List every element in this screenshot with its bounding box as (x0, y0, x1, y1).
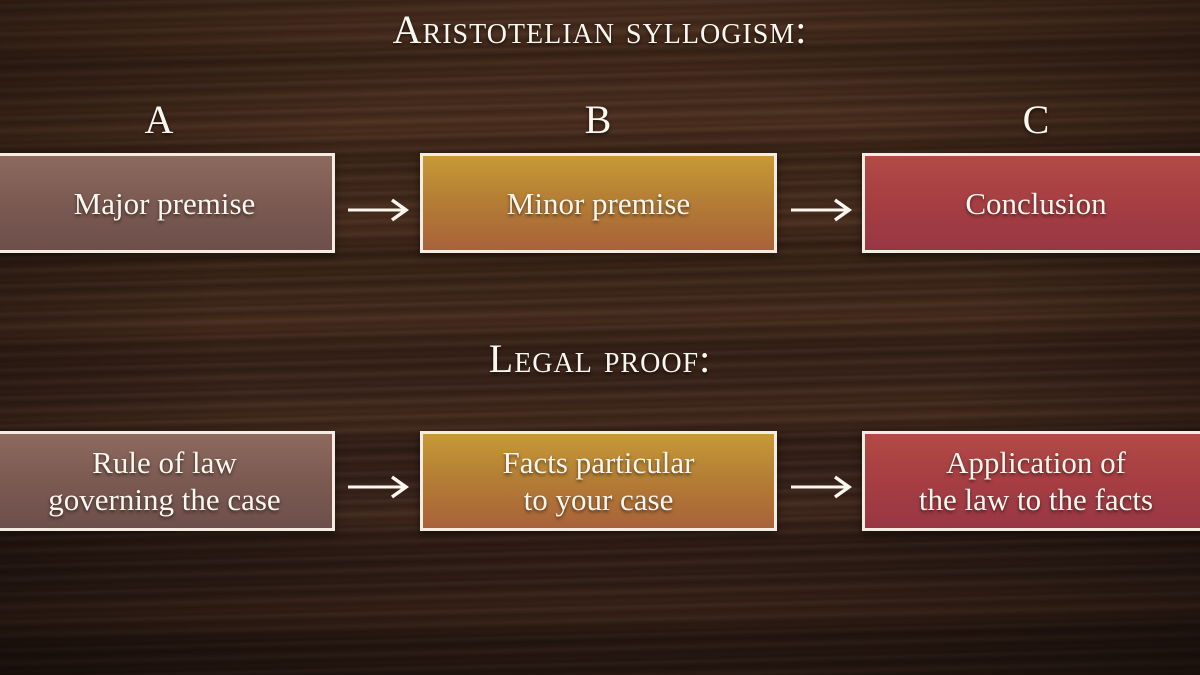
application-box: Application of the law to the facts (862, 431, 1200, 531)
minor-premise-label: Minor premise (506, 185, 691, 221)
facts-line-1: Facts particular (502, 445, 695, 480)
arrow-right-icon (789, 472, 855, 502)
conclusion-label: Conclusion (965, 185, 1107, 221)
syllogism-title: Aristotelian syllogism: (392, 7, 808, 52)
facts-line-2: to your case (523, 482, 674, 517)
conclusion-box: Conclusion (862, 153, 1200, 253)
rule-of-law-line-2: governing the case (48, 482, 281, 517)
application-line-2: the law to the facts (918, 482, 1154, 517)
rule-of-law-line-1: Rule of law (92, 445, 237, 480)
column-label-b: B (584, 97, 612, 142)
rule-of-law-box: Rule of law governing the case (0, 431, 335, 531)
legal-proof-title: Legal proof: (488, 336, 712, 381)
arrow-right-icon (346, 472, 412, 502)
arrow-right-icon (789, 195, 855, 225)
minor-premise-box: Minor premise (420, 153, 777, 253)
facts-box: Facts particular to your case (420, 431, 777, 531)
major-premise-box: Major premise (0, 153, 335, 253)
column-label-a: A (144, 97, 174, 142)
column-label-c: C (1022, 97, 1050, 142)
major-premise-label: Major premise (73, 185, 256, 221)
arrow-right-icon (346, 195, 412, 225)
application-line-1: Application of (946, 445, 1126, 480)
